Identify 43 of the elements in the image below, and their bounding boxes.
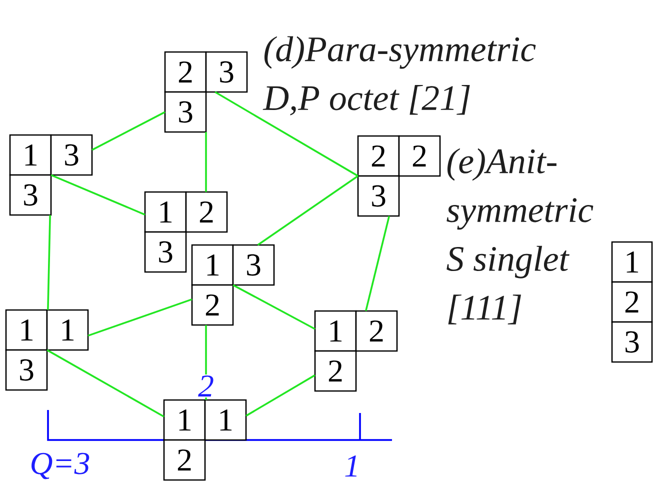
node-label: 3: [20, 359, 34, 381]
node-label: 3: [372, 185, 386, 207]
connector-line: [246, 374, 316, 417]
connector-line: [205, 325, 207, 400]
connector-line: [92, 111, 166, 151]
node-label: 2: [625, 291, 638, 313]
axis-label: 1: [343, 454, 361, 478]
node-label: 2: [206, 294, 219, 316]
connector-line: [364, 216, 390, 312]
node-label: 3: [65, 144, 78, 166]
node-label: 2: [328, 360, 342, 382]
young-tableau: 1 1 2: [163, 399, 247, 481]
young-tableau: 1 3 2: [191, 244, 275, 326]
node-label: 3: [159, 241, 172, 263]
young-tableau: 1 3 3: [9, 134, 93, 216]
heading-text: (e)Anit-symmetric S singlet [111]: [446, 148, 594, 324]
connector-line: [257, 175, 358, 246]
connector-line: [205, 132, 207, 192]
node-label: 2: [178, 449, 191, 471]
node-label: 2: [412, 145, 426, 167]
connector-line: [46, 349, 164, 418]
axis-label: 2: [197, 374, 215, 398]
connector-line: [232, 284, 316, 330]
connector-line: [214, 91, 358, 177]
node-label: 1: [220, 409, 232, 431]
node-label: 2: [200, 201, 213, 223]
young-tableau: 2 3 3: [164, 51, 248, 133]
node-label: 1: [62, 319, 74, 341]
young-tableau: 2 2 3: [357, 135, 441, 217]
node-label: 3: [247, 254, 260, 276]
young-tableau: 1 2 3: [611, 241, 653, 363]
connector-line: [50, 174, 146, 216]
young-tableau: 1 2 2: [314, 310, 398, 392]
node-label: 2: [370, 320, 383, 342]
connector-line: [47, 215, 51, 310]
node-label: 3: [179, 101, 192, 123]
node-label: 3: [220, 61, 234, 83]
heading-text: (d)Para-symmetric D,P octet [21]: [262, 36, 536, 116]
young-tableau: 1 1 3: [5, 309, 89, 391]
axis-label: Q=3: [28, 452, 92, 480]
node-label: 1: [626, 251, 638, 273]
connector-line: [88, 298, 192, 337]
node-label: 3: [24, 184, 38, 206]
